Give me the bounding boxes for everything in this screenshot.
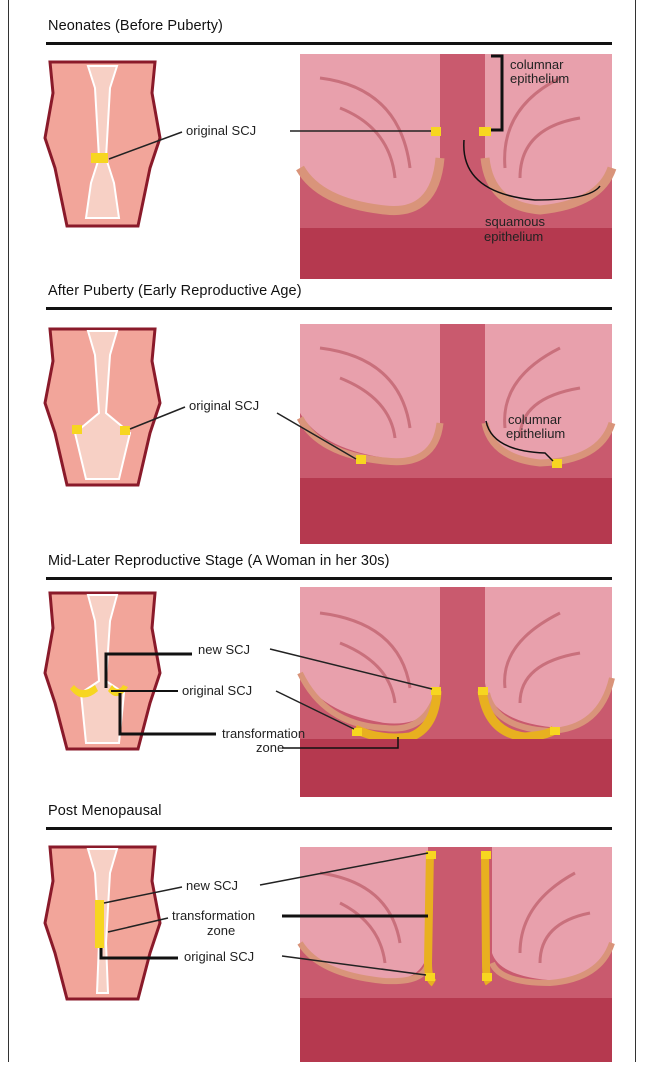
scj-marker-left (72, 425, 82, 434)
cervix-schematic (45, 329, 160, 485)
scj-marker-left (431, 127, 441, 136)
label-original-scj: original SCJ (186, 123, 256, 138)
original-scj-marker (482, 973, 492, 981)
original-scj-marker (550, 727, 560, 735)
new-scj-marker (431, 687, 441, 695)
panel-after-puberty: After Puberty (Early Reproductive Age) o… (0, 283, 646, 548)
scj-marker-left (356, 455, 366, 464)
label-transformation-2: zone (207, 923, 235, 938)
new-scj-marker (426, 851, 436, 859)
label-columnar-2: epithelium (506, 426, 565, 441)
label-columnar-2: epithelium (510, 71, 569, 86)
scj-marker-right (552, 459, 562, 468)
label-new-scj: new SCJ (198, 642, 250, 657)
label-original-scj: original SCJ (189, 398, 259, 413)
label-new-scj: new SCJ (186, 878, 238, 893)
cervix-photo (300, 54, 612, 279)
label-transformation-1: transformation (222, 726, 305, 741)
label-squamous-2: epithelium (484, 229, 543, 244)
panel-diagram: new SCJ transformation zone original SCJ (0, 803, 646, 1068)
label-transformation-2: zone (256, 740, 284, 755)
label-original-scj: original SCJ (184, 949, 254, 964)
new-scj-marker (481, 851, 491, 859)
label-squamous-1: squamous (485, 214, 545, 229)
panel-neonates: Neonates (Before Puberty) original SCJ c… (0, 18, 646, 283)
panel-diagram: new SCJ original SCJ transformation zone (0, 553, 646, 818)
cervix-schematic (45, 847, 160, 999)
cervix-schematic (45, 62, 160, 226)
panel-mid-later-reproductive: Mid-Later Reproductive Stage (A Woman in… (0, 553, 646, 818)
cervix-schematic (45, 593, 160, 749)
panel-diagram: original SCJ columnar epithelium (0, 283, 646, 548)
panel-post-menopausal: Post Menopausal new SCJ transformation (0, 803, 646, 1068)
label-columnar-1: columnar (508, 412, 562, 427)
transformation-zone-bar (95, 900, 104, 948)
label-original-scj: original SCJ (182, 683, 252, 698)
cervix-photo (300, 587, 612, 797)
original-scj-marker (425, 973, 435, 981)
label-transformation-1: transformation (172, 908, 255, 923)
cervix-photo (300, 847, 612, 1062)
panel-diagram: original SCJ columnar epithelium squamou… (0, 18, 646, 283)
scj-marker (91, 153, 108, 163)
scj-marker-right (479, 127, 491, 136)
label-columnar-1: columnar (510, 57, 564, 72)
new-scj-marker (478, 687, 488, 695)
scj-marker-right (120, 426, 130, 435)
